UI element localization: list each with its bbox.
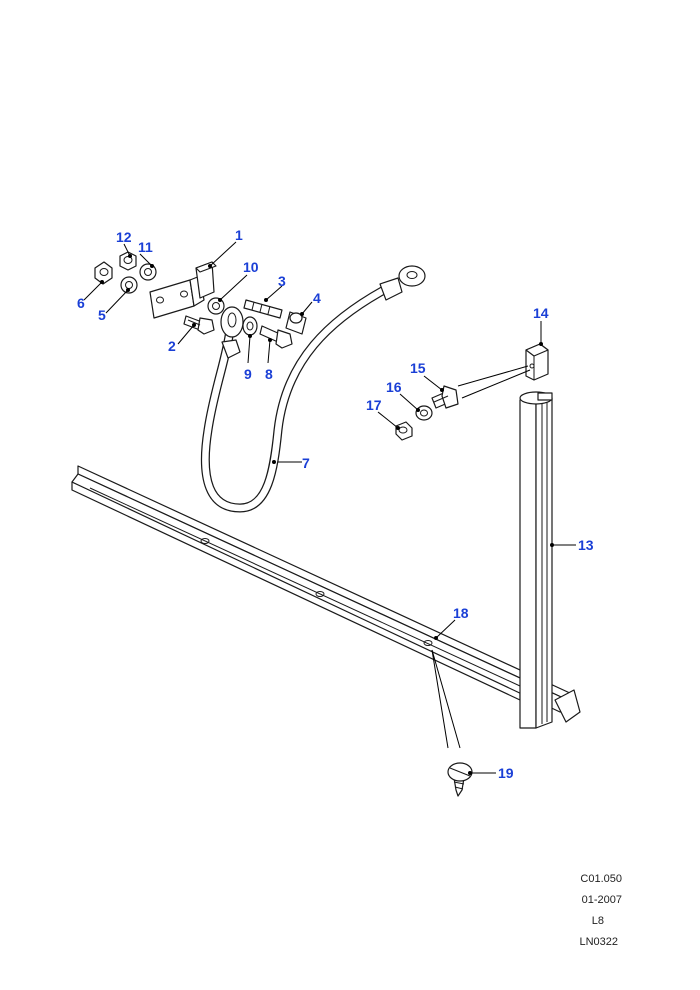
clip-14 <box>525 343 549 381</box>
callout-15: 15 <box>410 360 426 376</box>
nut-12 <box>119 251 137 271</box>
channel-13 <box>519 391 553 729</box>
bolt-15 <box>431 385 459 409</box>
washer-16 <box>415 405 433 421</box>
bolt-2 <box>183 315 215 335</box>
washer-5 <box>120 276 138 294</box>
callout-6: 6 <box>77 295 85 311</box>
screw-19 <box>431 649 473 797</box>
callout-14: 14 <box>533 305 549 321</box>
callout-17: 17 <box>366 397 382 413</box>
nut-17 <box>395 421 413 441</box>
callout-10: 10 <box>243 259 259 275</box>
stud-3 <box>243 299 283 319</box>
reference-code: C01.050 <box>580 873 622 885</box>
callout-18: 18 <box>453 605 469 621</box>
nut-6 <box>94 261 113 285</box>
rail-18 <box>71 465 581 723</box>
earth-strap-7 <box>200 265 426 513</box>
reference-date: 01-2007 <box>581 894 622 906</box>
callout-9: 9 <box>244 366 252 382</box>
callout-1: 1 <box>235 227 243 243</box>
callout-12: 12 <box>116 229 132 245</box>
callout-11: 11 <box>138 239 153 255</box>
callout-2: 2 <box>168 338 176 354</box>
callout-4: 4 <box>313 290 321 306</box>
leader-lines <box>83 241 576 775</box>
callout-3: 3 <box>278 273 286 289</box>
callout-7: 7 <box>302 455 310 471</box>
callout-8: 8 <box>265 366 273 382</box>
bracket-1 <box>149 261 217 319</box>
callout-5: 5 <box>98 307 106 323</box>
reference-drawing: LN0322 <box>579 936 618 948</box>
bolt-8 <box>259 325 293 349</box>
callout-16: 16 <box>386 379 402 395</box>
callout-19: 19 <box>498 765 514 781</box>
washer-9 <box>242 316 258 336</box>
callout-13: 13 <box>578 537 594 553</box>
reference-model: L8 <box>591 915 604 927</box>
callout-labels: 1 2 3 4 5 6 7 8 9 10 11 12 13 14 15 16 1… <box>77 227 594 781</box>
spacer-4 <box>285 311 307 335</box>
